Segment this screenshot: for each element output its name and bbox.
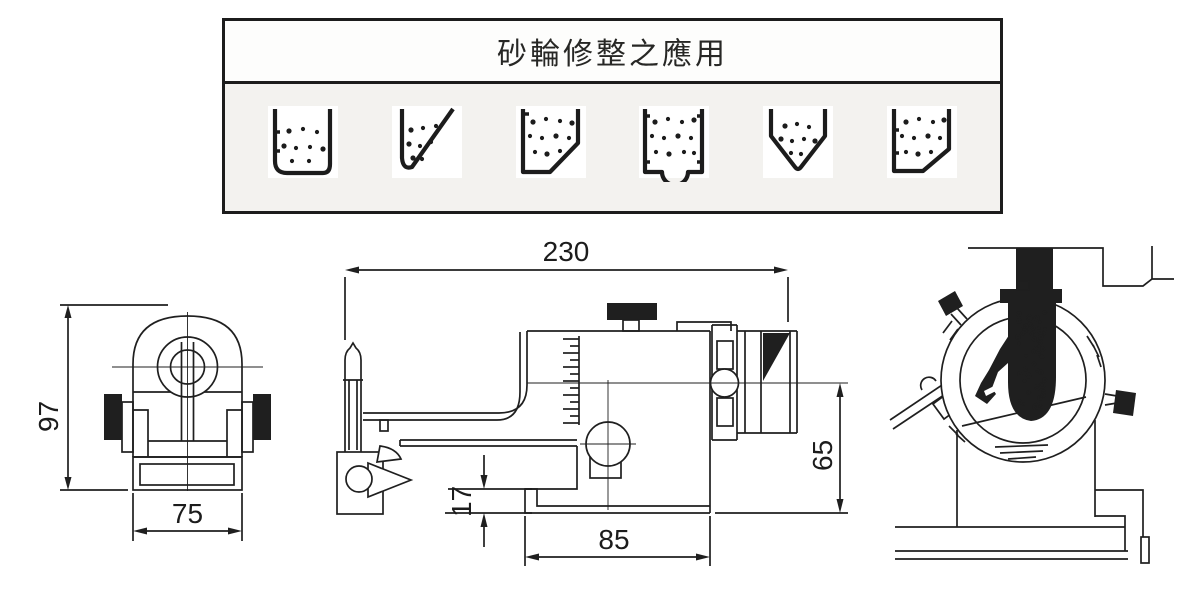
front-base (132, 456, 243, 491)
grinding-wheel (1000, 248, 1062, 421)
front-view: 97 (33, 304, 271, 541)
dim-label-75: 75 (172, 498, 203, 529)
dim-height-65: 65 (715, 383, 848, 514)
dim-height-97: 97 (33, 304, 168, 491)
pivot-and-drum (527, 324, 848, 441)
top-knob (607, 303, 657, 320)
dim-label-97: 97 (33, 401, 64, 432)
upper-left-knob (938, 291, 968, 326)
wheel-profile-concave-groove (639, 106, 710, 182)
panel-title: 砂輪修整之應用 (497, 38, 728, 71)
wheel-profile-corner-chamfer (886, 106, 957, 178)
left-knob (104, 394, 122, 440)
dim-label-17: 17 (446, 486, 477, 517)
dim-base-85: 85 (524, 516, 711, 566)
machine-outline (968, 246, 1174, 287)
diamond-holder (336, 341, 414, 515)
front-body (104, 312, 271, 491)
slide-arm (363, 331, 577, 447)
stand-and-base (895, 420, 1150, 564)
dim-label-85: 85 (598, 524, 629, 555)
wheel-profile-angled-point (391, 106, 462, 178)
wheel-profile-v-point (763, 106, 834, 178)
panel-title-row: 砂輪修整之應用 (225, 21, 1000, 84)
right-knob (253, 394, 271, 440)
index-mark (763, 333, 790, 381)
dim-step-17: 17 (445, 455, 532, 547)
dim-label-65: 65 (807, 440, 838, 471)
side-body (524, 303, 732, 514)
feed-scale (563, 338, 579, 424)
application-view (889, 246, 1174, 564)
dim-length-230: 230 (344, 236, 789, 340)
right-knob (1104, 390, 1136, 416)
dim-label-230: 230 (543, 236, 590, 267)
dim-width-75: 75 (132, 493, 243, 541)
wheel-profile-cup-flat-bottom (268, 106, 338, 178)
ring-shading (942, 320, 1102, 460)
orthographic-views: 97 (33, 236, 1174, 566)
wheel-profile-chamfered-bottom-right (515, 106, 586, 178)
side-view: 230 (336, 236, 848, 566)
wheel-profiles-row (225, 84, 1000, 182)
wheel-dressing-panel: 砂輪修整之應用 (222, 18, 1003, 214)
